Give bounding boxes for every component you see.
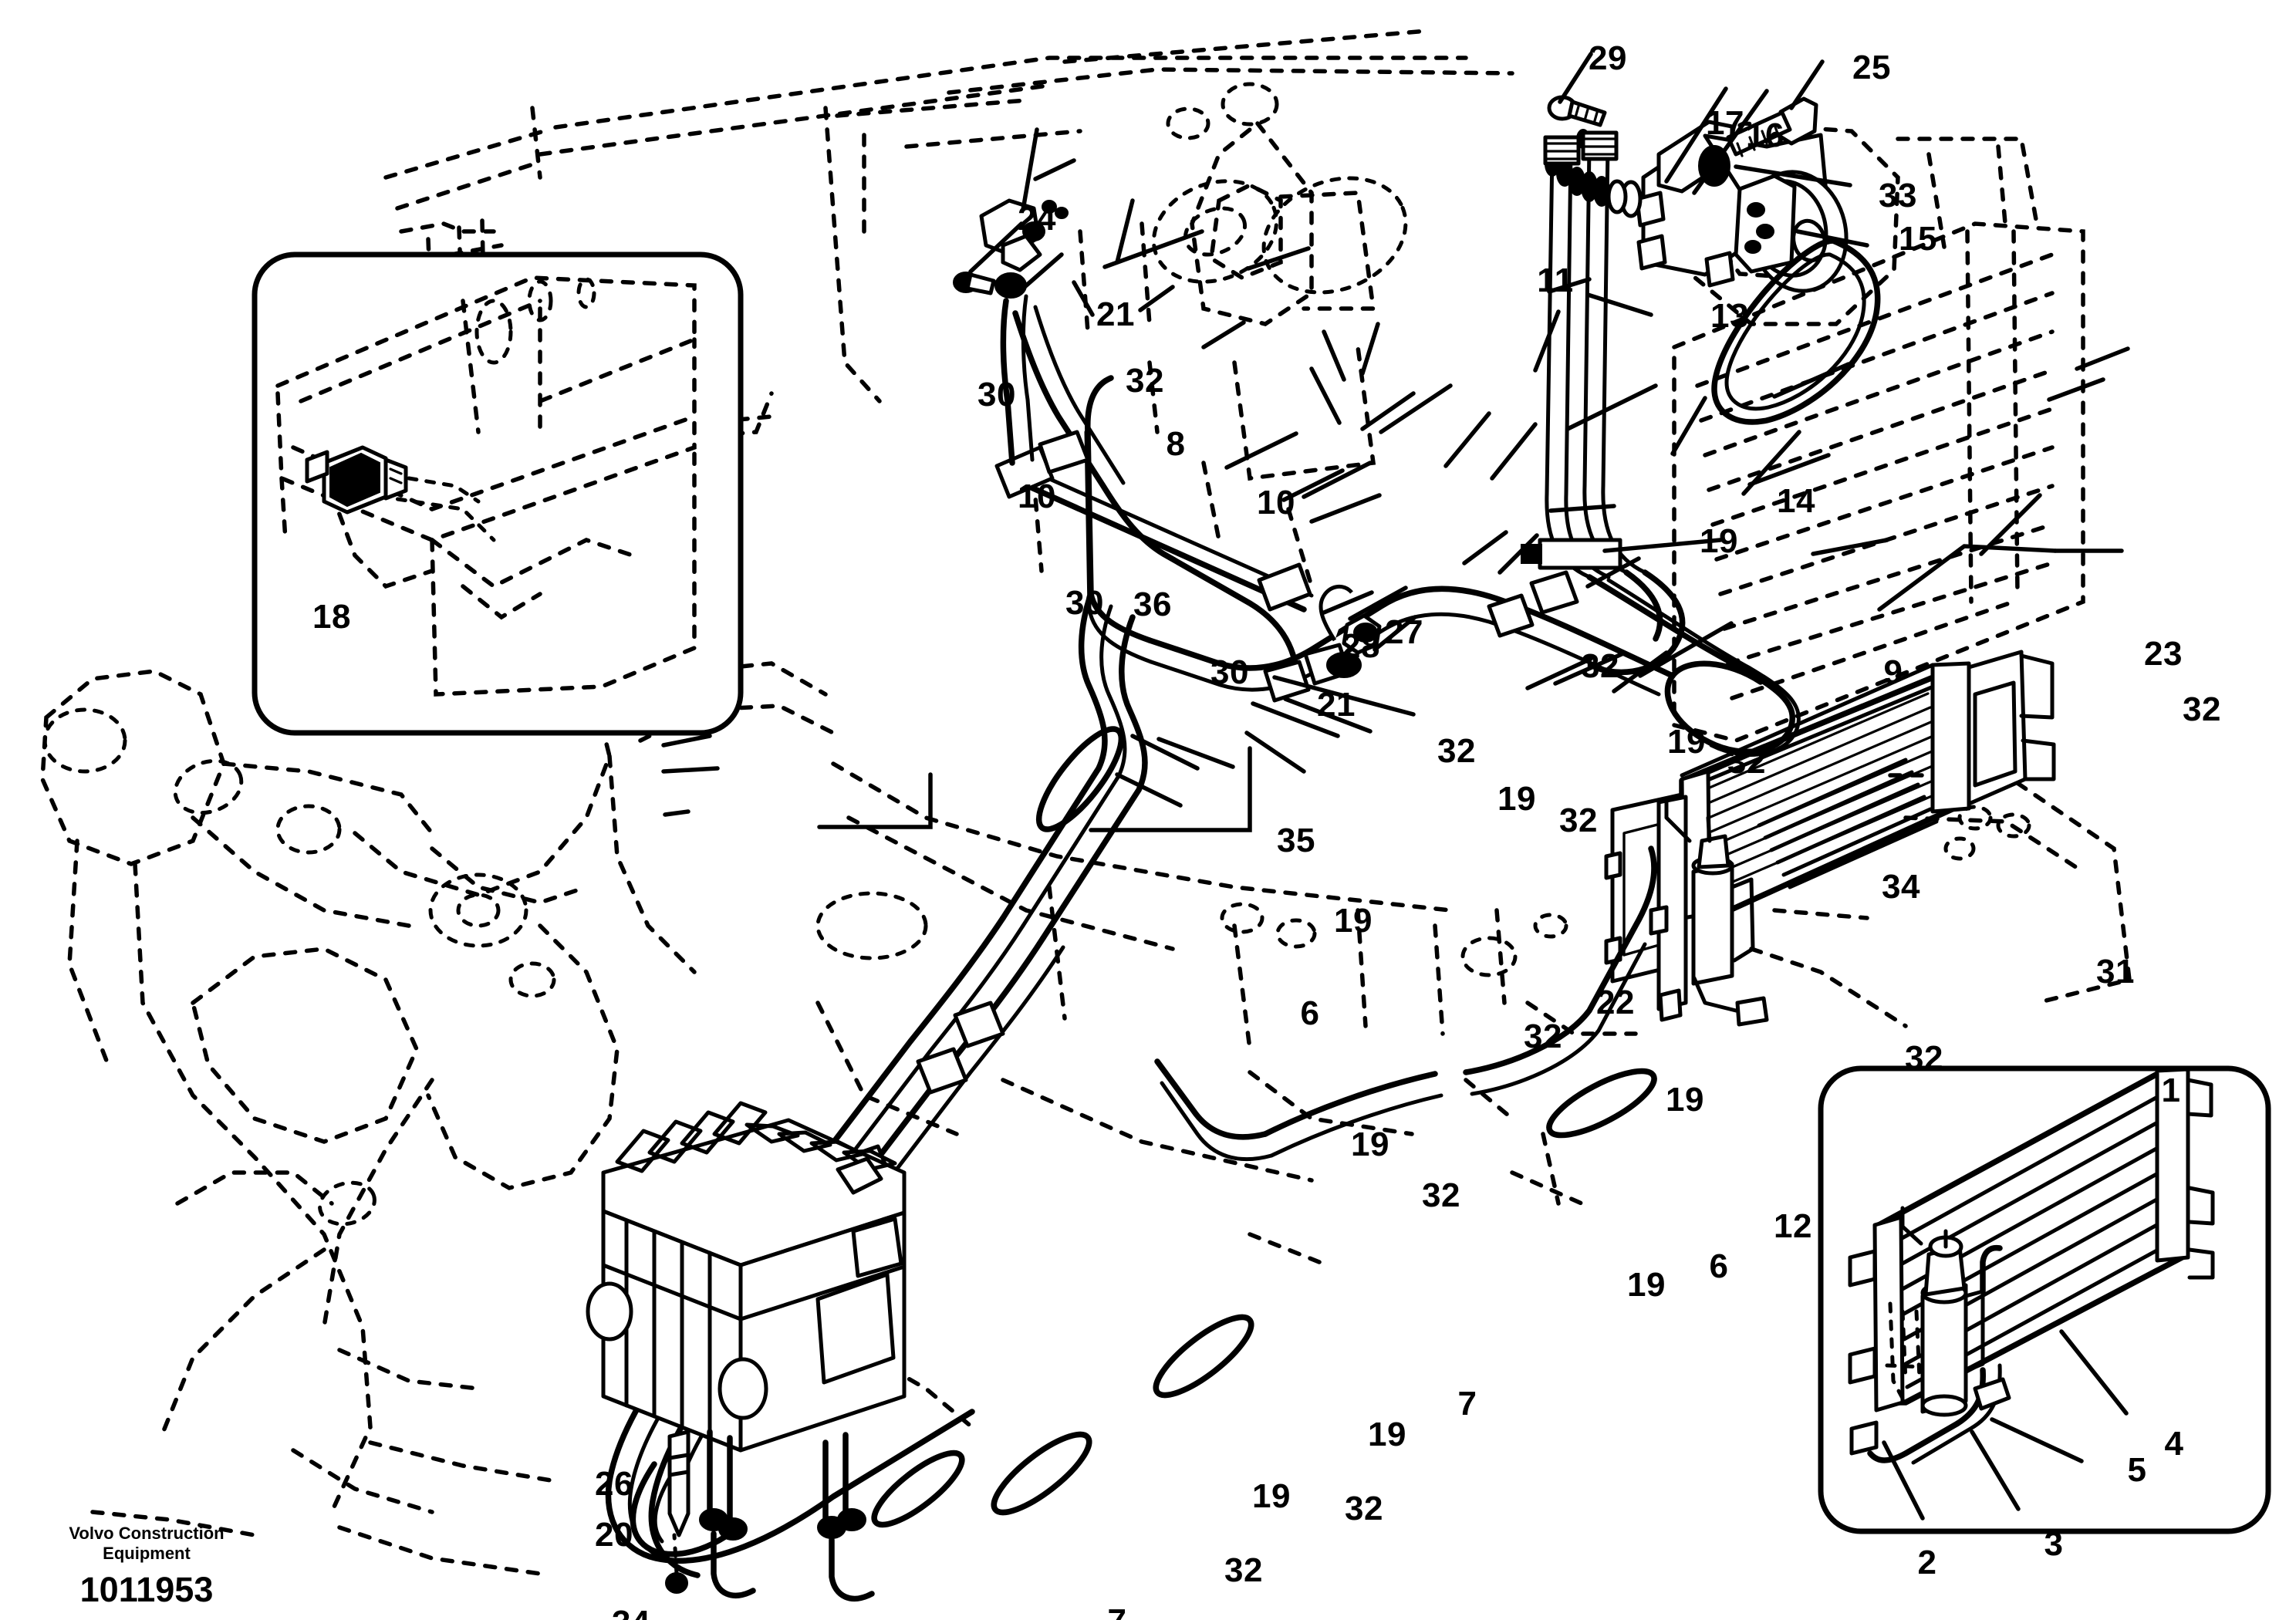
callout-19-b: 19 bbox=[1667, 723, 1706, 761]
callout-19-d: 19 bbox=[1334, 902, 1373, 940]
brand-line-1: Volvo Construction bbox=[69, 1524, 225, 1543]
callout-19-a: 19 bbox=[1700, 522, 1738, 560]
callout-32-a: 32 bbox=[1126, 362, 1164, 400]
inset-condenser-assembly bbox=[1818, 1065, 2271, 1534]
callout-11: 11 bbox=[1537, 262, 1574, 299]
callout-18: 18 bbox=[312, 598, 351, 636]
callout-19-g: 19 bbox=[1627, 1266, 1666, 1304]
callout-35: 35 bbox=[1277, 822, 1315, 859]
brand-line-2: Equipment bbox=[103, 1543, 191, 1563]
bolt-29 bbox=[1547, 95, 1607, 127]
callout-10-a: 10 bbox=[1018, 478, 1056, 515]
callout-3: 3 bbox=[2044, 1525, 2064, 1563]
callout-19-i: 19 bbox=[1252, 1477, 1291, 1515]
callout-6-a: 6 bbox=[1300, 994, 1320, 1032]
callout-32-j: 32 bbox=[1345, 1490, 1383, 1527]
callout-34-a: 34 bbox=[1882, 868, 1920, 906]
callout-17: 17 bbox=[1706, 104, 1744, 142]
callout-15: 15 bbox=[1899, 220, 1937, 258]
callout-30-a: 30 bbox=[977, 376, 1016, 413]
callout-30-c: 30 bbox=[1210, 653, 1249, 691]
callout-32-k: 32 bbox=[1224, 1551, 1263, 1589]
callout-29: 29 bbox=[1589, 39, 1627, 77]
callout-32-d: 32 bbox=[1437, 732, 1476, 770]
callout-27: 27 bbox=[1385, 613, 1423, 651]
callout-34-b: 34 bbox=[612, 1606, 650, 1620]
callout-2: 2 bbox=[1917, 1544, 1937, 1581]
callout-1: 1 bbox=[2161, 1072, 2181, 1109]
callout-21-mid: 21 bbox=[1317, 686, 1356, 724]
callout-22: 22 bbox=[1596, 984, 1635, 1021]
bolt-25 bbox=[1726, 96, 1818, 157]
callout-32-h: 32 bbox=[1905, 1039, 1943, 1077]
callout-6-b: 6 bbox=[1709, 1247, 1729, 1285]
callout-25: 25 bbox=[1852, 49, 1891, 86]
callout-32-g: 32 bbox=[1524, 1018, 1562, 1055]
condenser-main bbox=[1656, 650, 2056, 921]
callout-32-c: 32 bbox=[2183, 690, 2221, 728]
callout-20: 20 bbox=[595, 1516, 633, 1554]
callout-32-i: 32 bbox=[1422, 1176, 1460, 1214]
callout-7-b: 7 bbox=[1108, 1605, 1127, 1620]
callout-21-upper: 21 bbox=[1096, 295, 1135, 333]
callout-19-f: 19 bbox=[1351, 1126, 1389, 1163]
callout-14: 14 bbox=[1777, 482, 1815, 520]
callout-8: 8 bbox=[1166, 425, 1186, 463]
callout-32-b: 32 bbox=[1581, 647, 1619, 685]
callout-10-b: 10 bbox=[1257, 484, 1295, 521]
callout-23: 23 bbox=[2144, 635, 2183, 673]
callout-19-c: 19 bbox=[1497, 780, 1536, 818]
callout-32-f: 32 bbox=[1559, 802, 1598, 839]
callout-7-a: 7 bbox=[1457, 1385, 1477, 1423]
leader-lines bbox=[328, 52, 2130, 832]
callout-36: 36 bbox=[1133, 586, 1172, 623]
callout-4: 4 bbox=[2164, 1425, 2184, 1463]
callout-28: 28 bbox=[1342, 627, 1380, 665]
callout-9: 9 bbox=[1883, 653, 1903, 691]
callout-13: 13 bbox=[1710, 297, 1749, 335]
callout-32-e: 32 bbox=[1727, 743, 1766, 781]
callout-16: 16 bbox=[1746, 116, 1784, 154]
footer-branding: Volvo Construction Equipment 1011953 bbox=[23, 1524, 270, 1610]
callout-5: 5 bbox=[2127, 1451, 2147, 1489]
evaporator-unit bbox=[586, 1101, 907, 1602]
refrigerant-lines bbox=[605, 130, 1801, 1578]
callout-31: 31 bbox=[2096, 953, 2135, 991]
callout-19-e: 19 bbox=[1666, 1081, 1704, 1119]
callout-12: 12 bbox=[1774, 1207, 1812, 1245]
drawing-number: 1011953 bbox=[79, 1569, 214, 1609]
callout-19-h: 19 bbox=[1368, 1416, 1406, 1453]
callout-26: 26 bbox=[595, 1465, 633, 1503]
callout-30-b: 30 bbox=[1065, 584, 1104, 622]
callout-33: 33 bbox=[1879, 177, 1917, 214]
inset-pressure-switch bbox=[252, 251, 744, 736]
phantom-undercarriage bbox=[40, 653, 974, 1576]
callout-24: 24 bbox=[1018, 200, 1056, 238]
phantom-machine-outline bbox=[383, 29, 2132, 1267]
